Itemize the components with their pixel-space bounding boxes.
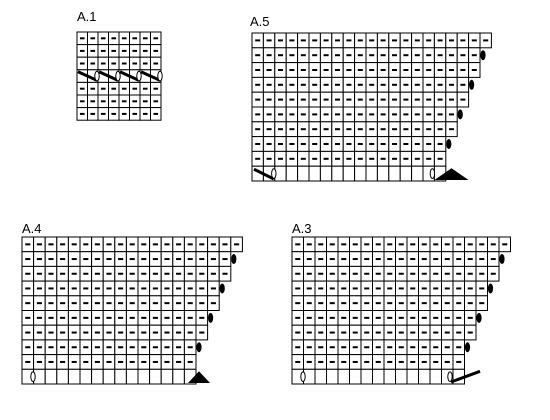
yarn-over-mark: [115, 70, 121, 82]
yarn-over-mark: [429, 168, 436, 179]
a5-cell: [297, 165, 310, 182]
a3-cell: [314, 368, 327, 385]
a3-cell: [326, 368, 339, 385]
chart-label-a3: A.3: [292, 221, 312, 236]
a4-cell: [114, 368, 127, 385]
a5-cell: [274, 165, 287, 182]
slash-mark: [450, 369, 481, 384]
a4-cell: [149, 368, 162, 385]
chart-label-a5: A.5: [250, 14, 270, 29]
slash-mark: [98, 70, 119, 82]
decrease-mark: [476, 312, 482, 323]
slash-mark: [253, 167, 275, 181]
decrease-mark: [196, 342, 202, 353]
a4-cell: [160, 368, 174, 385]
triangle-mark: [434, 168, 469, 180]
a4-cell: [44, 368, 58, 385]
a5-cell: [399, 165, 413, 182]
a4-cell: [56, 368, 69, 385]
a3-cell: [349, 368, 362, 385]
slash-mark: [77, 70, 98, 82]
decrease-mark: [487, 283, 494, 294]
a5-cell: [365, 165, 378, 182]
a5-cell: [308, 165, 321, 182]
yarn-over-mark: [447, 371, 453, 382]
a5-cell: [376, 165, 390, 182]
a5-cell: [411, 165, 424, 182]
a4-cell: [172, 368, 185, 385]
yarn-over-mark: [157, 70, 163, 82]
yarn-over-mark: [271, 168, 277, 179]
a4-cell: [91, 368, 104, 385]
a5-cell: [354, 165, 367, 182]
triangle-mark: [188, 371, 210, 383]
a3-cell: [429, 368, 442, 385]
decrease-mark: [480, 50, 486, 61]
decrease-mark: [457, 109, 463, 120]
a5-cell: [342, 165, 356, 182]
yarn-over-mark: [94, 70, 100, 82]
a5-cell: [285, 165, 299, 182]
decrease-mark: [469, 79, 475, 90]
yarn-over-mark: [136, 70, 142, 82]
a4-cell: [79, 368, 93, 385]
decrease-mark: [208, 312, 214, 323]
yarn-over-mark: [300, 371, 306, 382]
a4-cell: [137, 368, 151, 385]
slash-mark: [140, 70, 161, 82]
a3-cell: [372, 368, 385, 385]
decrease-mark: [231, 254, 237, 265]
decrease-mark: [499, 254, 505, 265]
decrease-mark: [219, 283, 225, 294]
a3-cell: [406, 368, 419, 385]
a4-cell: [125, 368, 139, 385]
a3-cell: [383, 368, 396, 385]
a5-cell: [388, 165, 401, 182]
chart-label-a1: A.1: [77, 9, 97, 24]
a4-cell: [102, 368, 116, 385]
a3-cell: [337, 368, 350, 385]
yarn-over-mark: [30, 371, 36, 382]
a3-cell: [418, 368, 431, 385]
a5-cell: [319, 165, 333, 182]
decrease-mark: [446, 139, 452, 149]
a3-cell: [360, 368, 373, 385]
a4-cell: [67, 368, 81, 385]
a3-cell: [395, 368, 408, 385]
a5-cell: [331, 165, 344, 182]
chart-label-a4: A.4: [22, 221, 42, 236]
decrease-mark: [464, 342, 471, 353]
slash-mark: [119, 70, 140, 82]
